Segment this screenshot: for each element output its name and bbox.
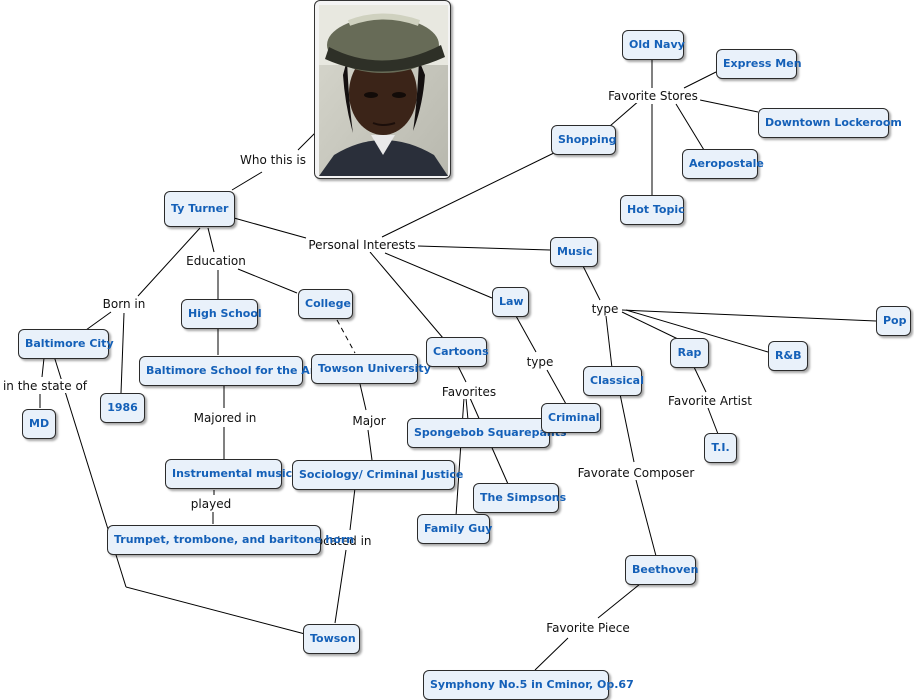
node-aeropostale[interactable]: Aeropostale — [682, 149, 758, 179]
label-favorite-artist: Favorite Artist — [666, 394, 754, 408]
node-cartoons[interactable]: Cartoons — [426, 337, 487, 367]
node-beethoven[interactable]: Beethoven — [625, 555, 696, 585]
node-family-guy[interactable]: Family Guy — [417, 514, 490, 544]
node-trumpet[interactable]: Trumpet, trombone, and baritone horn — [107, 525, 321, 555]
node-sociology[interactable]: Sociology/ Criminal Justice — [292, 460, 455, 490]
node-symphony[interactable]: Symphony No.5 in Cminor, Op.67 — [423, 670, 609, 700]
node-baltimore-school[interactable]: Baltimore School for the Arts — [139, 356, 303, 386]
node-college[interactable]: College — [298, 289, 353, 319]
label-who-this-is: Who this is — [238, 153, 308, 167]
node-criminal[interactable]: Criminal — [541, 403, 601, 433]
node-law[interactable]: Law — [492, 287, 529, 317]
node-md[interactable]: MD — [22, 409, 56, 439]
label-played: played — [189, 497, 233, 511]
node-express-men[interactable]: Express Men — [716, 49, 797, 79]
node-pop[interactable]: Pop — [876, 306, 911, 336]
node-spongebob[interactable]: Spongebob Squarepants — [407, 418, 550, 448]
label-favorate-composer: Favorate Composer — [576, 466, 697, 480]
label-born-in: Born in — [101, 297, 148, 311]
node-shopping[interactable]: Shopping — [551, 125, 616, 155]
label-favorite-piece: Favorite Piece — [544, 621, 631, 635]
node-towson[interactable]: Towson — [303, 624, 360, 654]
node-downtown-lockeroom[interactable]: Downtown Lockeroom — [758, 108, 889, 138]
label-education: Education — [184, 254, 248, 268]
label-type-law: type — [525, 355, 556, 369]
node-towson-university[interactable]: Towson University — [311, 354, 418, 384]
node-high-school[interactable]: High School — [181, 299, 258, 329]
label-favorite-stores: Favorite Stores — [606, 89, 700, 103]
node-baltimore-city[interactable]: Baltimore City — [18, 329, 109, 359]
profile-photo — [314, 0, 451, 179]
node-rap[interactable]: Rap — [670, 338, 709, 368]
label-personal-interests: Personal Interests — [306, 238, 417, 252]
node-ti[interactable]: T.I. — [704, 433, 737, 463]
node-hot-topic[interactable]: Hot Topic — [620, 195, 684, 225]
node-instrumental-music[interactable]: Instrumental music — [165, 459, 282, 489]
node-old-navy[interactable]: Old Navy — [622, 30, 684, 60]
node-classical[interactable]: Classical — [583, 366, 642, 396]
node-the-simpsons[interactable]: The Simpsons — [473, 483, 559, 513]
label-majored-in: Majored in — [192, 411, 259, 425]
node-1986[interactable]: 1986 — [100, 393, 145, 423]
label-favorites: Favorites — [440, 385, 498, 399]
label-in-the-state-of: in the state of — [1, 379, 89, 393]
label-major: Major — [350, 414, 387, 428]
node-music[interactable]: Music — [550, 237, 598, 267]
node-ty-turner[interactable]: Ty Turner — [164, 191, 235, 227]
label-type-music: type — [590, 302, 621, 316]
node-rnb[interactable]: R&B — [768, 341, 808, 371]
